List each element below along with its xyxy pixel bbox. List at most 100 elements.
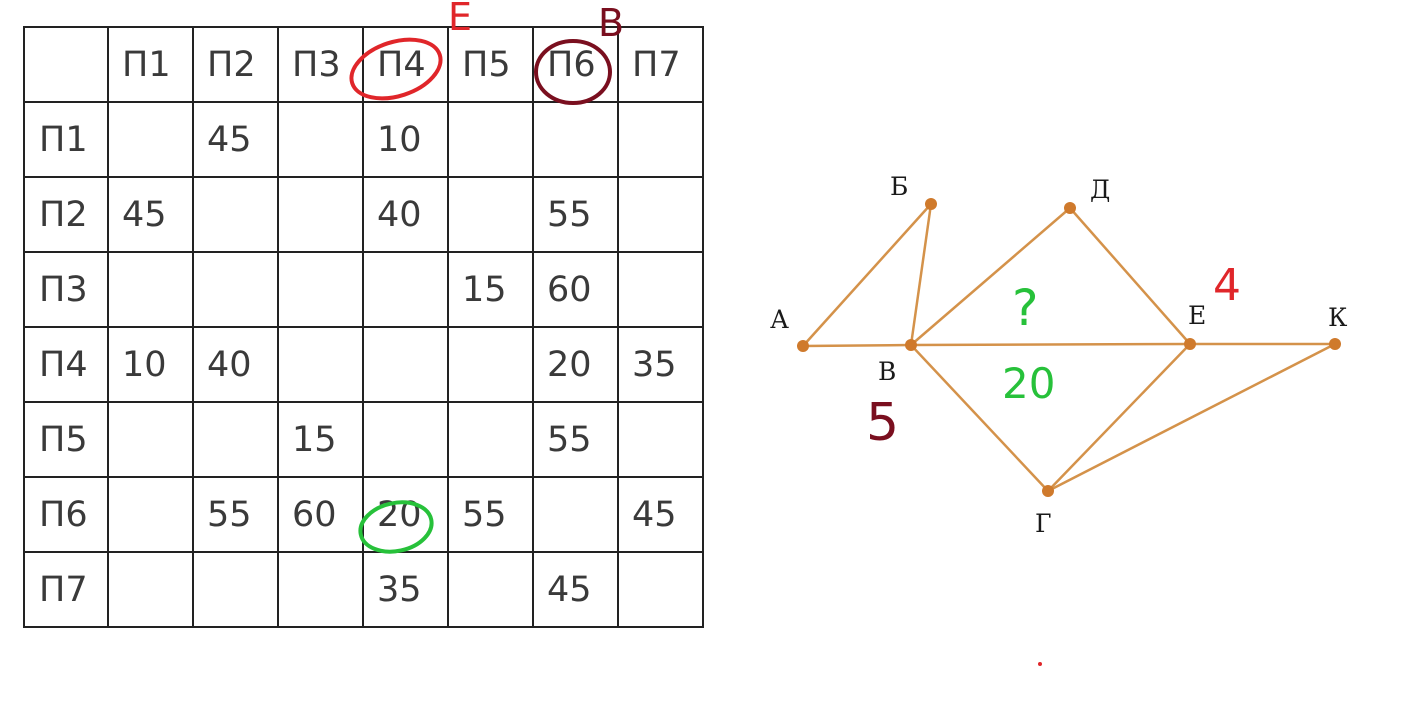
table-row: П5 15 55	[23, 401, 704, 478]
table-cell	[107, 101, 194, 178]
table-cell: 45	[107, 176, 194, 253]
table-cell: 15	[277, 401, 364, 478]
table-cell: 35	[362, 551, 449, 628]
graph-nodes	[797, 198, 1341, 497]
edge-V-D	[910, 207, 1071, 346]
table-cell: 55	[532, 401, 619, 478]
column-header: П3	[277, 26, 364, 103]
table-cell	[447, 176, 534, 253]
edge-V-G	[910, 344, 1049, 492]
table-cell	[447, 401, 534, 478]
column-header: П5	[447, 26, 534, 103]
node-G	[1042, 485, 1054, 497]
table-cell: 20	[362, 476, 449, 553]
node-label-E: Е	[1188, 301, 1206, 330]
table-cell: 45	[532, 551, 619, 628]
table-cell	[192, 551, 279, 628]
table-row: П7 35 45	[23, 551, 704, 628]
node-V	[905, 339, 917, 351]
node-A	[797, 340, 809, 352]
table-cell: 55	[447, 476, 534, 553]
table-cell	[617, 551, 704, 628]
node-label-D: Д	[1090, 175, 1110, 204]
node-B	[925, 198, 937, 210]
table-cell	[617, 101, 704, 178]
table-cell	[362, 326, 449, 403]
edge-B-V	[909, 203, 933, 346]
table-cell	[277, 176, 364, 253]
table-cell	[107, 251, 194, 328]
letter-e-annotation: Е	[448, 0, 472, 39]
table-cell: 60	[277, 476, 364, 553]
table-cell	[447, 326, 534, 403]
red-circle-p4	[349, 37, 443, 101]
weight-4-annotation: 4	[1213, 260, 1241, 311]
table-cell: 55	[192, 476, 279, 553]
node-label-B: Б	[890, 172, 908, 201]
corner-cell	[23, 26, 109, 103]
table-cell	[192, 401, 279, 478]
table-cell	[532, 476, 619, 553]
row-header: П2	[23, 176, 109, 253]
table-cell: 35	[617, 326, 704, 403]
table-cell	[277, 326, 364, 403]
table-cell	[362, 401, 449, 478]
table-cell	[617, 251, 704, 328]
node-label-A: А	[770, 305, 789, 334]
table-cell	[532, 101, 619, 178]
graph-edges	[802, 203, 1336, 493]
graph-node-labels: А Б В Г Д Е К	[770, 172, 1348, 538]
table-cell	[447, 101, 534, 178]
edge-D-E	[1069, 207, 1191, 345]
table-cell	[617, 176, 704, 253]
question-annotation: ?	[1012, 279, 1039, 337]
node-K	[1329, 338, 1341, 350]
node-E	[1184, 338, 1196, 350]
column-header: П7	[617, 26, 704, 103]
weight-5-annotation: 5	[866, 393, 899, 453]
row-header: П3	[23, 251, 109, 328]
letter-v-annotation: В	[598, 1, 624, 45]
node-D	[1064, 202, 1076, 214]
table-cell	[107, 551, 194, 628]
table-cell	[277, 251, 364, 328]
column-header: П2	[192, 26, 279, 103]
table-cell	[192, 251, 279, 328]
table-cell	[277, 101, 364, 178]
table-cell: 15	[447, 251, 534, 328]
table-cell	[107, 401, 194, 478]
edge-G-K	[1047, 342, 1336, 493]
table-cell	[447, 551, 534, 628]
edge-A-B	[802, 203, 932, 347]
value-20-annotation: 20	[1002, 359, 1055, 408]
table-cell: 55	[532, 176, 619, 253]
edge-E-G	[1047, 343, 1191, 492]
table-cell	[362, 251, 449, 328]
table-cell	[277, 551, 364, 628]
stray-dot	[1038, 662, 1042, 666]
table-cell: 60	[532, 251, 619, 328]
node-label-V: В	[878, 357, 896, 386]
row-header: П5	[23, 401, 109, 478]
table-cell: 40	[362, 176, 449, 253]
green-circle-p6-p4	[358, 500, 434, 554]
node-label-K: К	[1328, 303, 1348, 332]
dark-circle-p6	[534, 39, 612, 105]
table-cell: 40	[192, 326, 279, 403]
table-cell	[107, 476, 194, 553]
row-header: П6	[23, 476, 109, 553]
table-cell: 10	[362, 101, 449, 178]
row-header: П1	[23, 101, 109, 178]
row-header: П7	[23, 551, 109, 628]
row-header: П4	[23, 326, 109, 403]
node-label-G: Г	[1035, 509, 1052, 538]
table-cell: 45	[617, 476, 704, 553]
table-cell: 20	[532, 326, 619, 403]
